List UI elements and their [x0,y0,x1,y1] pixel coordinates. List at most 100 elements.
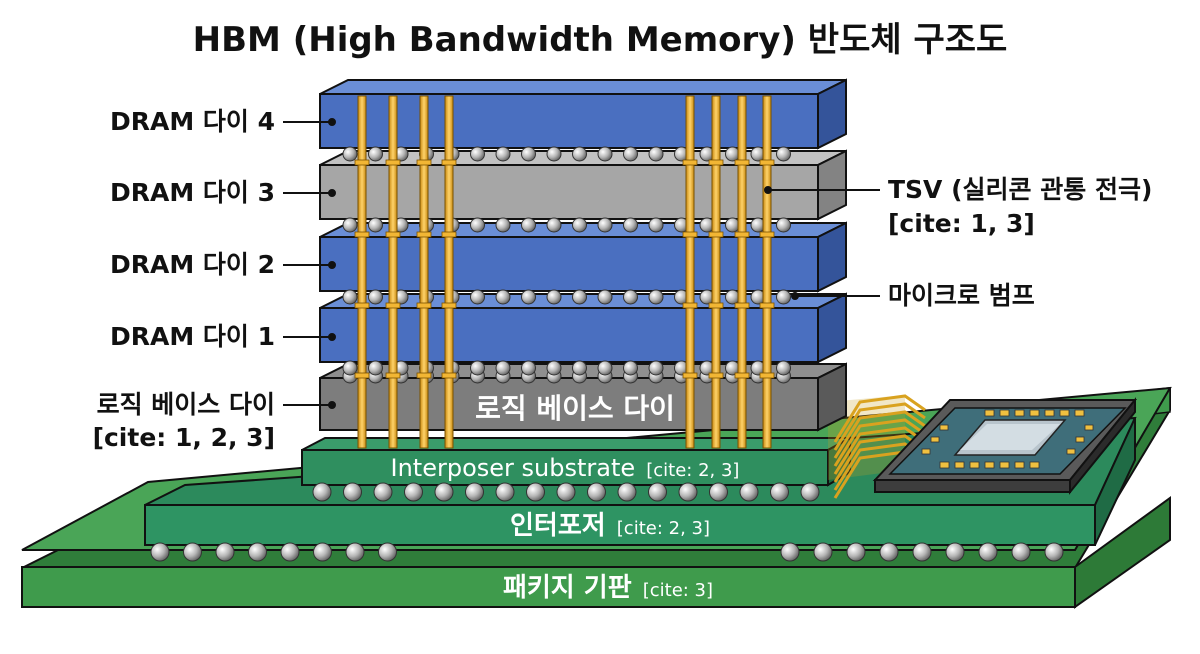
solder-bump [617,482,637,502]
solder-bump [587,482,606,502]
tsv-pad [682,302,698,309]
micro-bump [572,146,587,162]
chip-pin [921,448,931,455]
tsv-pad [682,372,698,379]
solder-bump [846,542,866,562]
svg-text:Interposer substrate [: Interposer substrate [cite: 2, 3] [391,454,740,482]
solder-bump [678,482,698,502]
die-side-face [817,149,847,221]
micro-bump [342,360,358,376]
chip-pin [1066,448,1076,455]
chip-pin [939,424,949,431]
svg-text:패키지 기판 [cite: 3]: 패키지 기판 [cite: 3] [503,573,713,603]
solder-bump [404,482,423,502]
micro-bump [368,217,383,233]
wiring-trace [833,426,926,475]
chip-pin [999,409,1010,417]
solder-bump [312,482,332,502]
micro-bump [342,146,358,162]
micro-bump [495,289,511,305]
tsv-pad [385,231,401,238]
micro-bump [546,146,562,162]
solder-bump [813,542,833,562]
label-dram-4: DRAM 다이 4 [109,107,275,136]
micro-bump [623,217,638,233]
processor-chip [872,397,1138,495]
micro-bump [648,146,664,162]
tsv-column [762,95,772,449]
solder-bump [313,542,332,562]
chip-pin [1074,409,1085,417]
micro-bump [776,146,791,162]
micro-bump [623,289,638,305]
micro-bump [495,217,511,233]
wiring-trace [833,418,926,467]
package-cite: [cite: 3] [643,580,713,601]
tsv-pad [441,302,457,309]
die-top-face [319,79,847,95]
chip-pin [1014,409,1025,417]
micro-bump [648,217,664,233]
solder-bump [378,542,397,562]
micro-bump [597,289,613,305]
tsv-pad [708,372,724,379]
label-dram-1: DRAM 다이 1 [109,322,275,351]
tsv-pad [385,372,401,379]
tsv-pad [385,159,401,166]
tsv-pad [734,159,750,166]
tsv-pad [708,159,724,166]
micro-bump [521,146,536,162]
label-logic-base-cite: [cite: 1, 2, 3] [92,423,275,452]
processor-pins [921,409,1094,469]
tsv-pad [441,372,457,379]
tsv-column [357,95,367,449]
die-front-face [319,307,819,363]
micro-bump [521,360,536,376]
wiring-trace [833,394,926,443]
dram-die-3 [319,149,847,233]
micro-bump [623,146,638,162]
chip-pin [999,461,1010,469]
solder-bump [280,542,300,562]
micro-bump [495,146,511,162]
solder-bump [770,482,789,502]
tsv-pad [734,231,750,238]
chip-pin [1014,461,1025,469]
tsv-pad [682,159,698,166]
chip-pin [1029,461,1040,469]
solder-bump [780,542,800,562]
package-text: 패키지 기판 [503,573,632,603]
die-side-face [817,78,847,150]
solder-bump [945,542,965,562]
micro-bump [597,217,613,233]
interposer-ko-label: 인터포저 [cite: 2, 3] [510,511,710,541]
chip-pin [1084,424,1094,431]
micro-bump [368,360,383,376]
chip-pin [1029,409,1040,417]
micro-bump [572,360,587,376]
bump-rows [150,482,1064,562]
tsv-pad [354,372,370,379]
solder-bump [150,542,170,562]
solder-bump [556,482,576,502]
tsv-column [419,95,429,449]
interposer-en-label: Interposer substrate [cite: 2, 3] [391,454,740,482]
tsv-column [737,95,747,449]
solder-bump [978,542,998,562]
micro-bump [470,217,485,233]
micro-bump [368,146,383,162]
page-title: HBM (High Bandwidth Memory) 반도체 구조도 [192,20,1008,60]
tsv-pad [759,372,775,379]
solder-bump [343,482,362,502]
chip-pin [969,461,980,469]
micro-bump [725,289,740,305]
micro-bump [546,289,562,305]
micro-bump [572,217,587,233]
interposer-ko-text: 인터포저 [510,511,606,541]
logic-base-inside-label: 로직 베이스 다이 [475,392,675,425]
tsv-pad [416,231,432,238]
package-label: 패키지 기판 [cite: 3] [503,573,713,603]
tsv-pad [441,231,457,238]
